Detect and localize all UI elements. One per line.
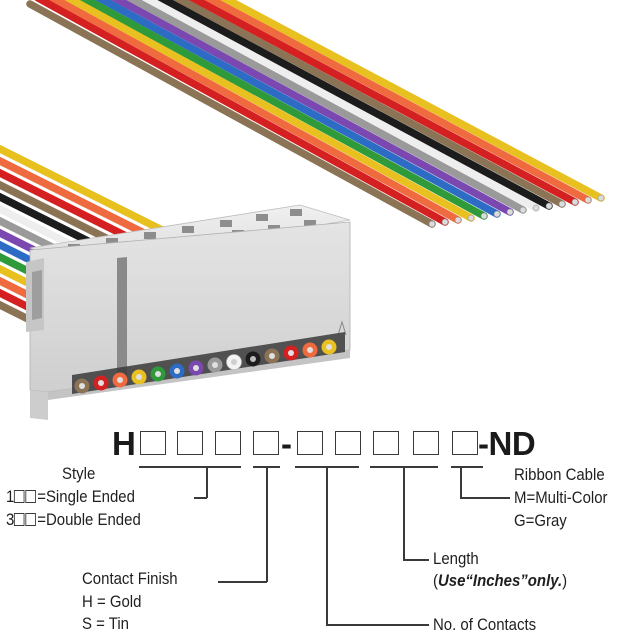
style-box-1 <box>140 431 166 455</box>
style-title: Style <box>62 464 96 483</box>
ribbon-underline <box>451 466 483 468</box>
ribbon-leader-horizontal <box>460 497 510 499</box>
ribbon-cable-connector-illustration <box>0 0 605 420</box>
contact-finish-tin: S = Tin <box>82 614 129 633</box>
contacts-leader-horizontal <box>326 624 429 626</box>
style-leader-vertical <box>206 466 208 498</box>
contacts-box-1 <box>297 431 323 455</box>
ribbon-cable-box <box>452 431 478 455</box>
style-option-single-code: 1 <box>6 487 15 506</box>
style-box-2 <box>177 431 203 455</box>
ribbon-leader-vertical <box>460 466 462 498</box>
style-option-double-code: 3 <box>6 510 15 529</box>
style-box-3 <box>215 431 241 455</box>
style-option-double: 3 =Double Ended <box>6 510 141 530</box>
length-note-emphasis: Use“Inches”only. <box>437 571 563 590</box>
length-note: (Use“Inches”only.) <box>433 571 567 591</box>
length-note-open: ( <box>433 571 438 590</box>
ribbon-option-multicolor: M=Multi-Color <box>514 488 608 507</box>
length-box-1 <box>373 431 399 455</box>
style-option-single-text: =Single Ended <box>37 487 135 506</box>
placeholder-box <box>25 513 37 526</box>
length-title: Length <box>433 549 479 568</box>
upper-cable-wire-ends <box>428 194 605 228</box>
contacts-box-2 <box>335 431 361 455</box>
style-option-double-text: =Double Ended <box>37 510 141 529</box>
finish-leader-horizontal <box>218 581 267 583</box>
length-box-2 <box>413 431 439 455</box>
connector-wire-ends <box>74 339 337 394</box>
ribbon-option-gray: G=Gray <box>514 511 567 530</box>
style-underline <box>139 466 241 468</box>
part-number-separator: - <box>281 425 292 462</box>
contact-finish-title: Contact Finish <box>82 569 178 588</box>
style-option-single: 1 =Single Ended <box>6 487 135 507</box>
placeholder-box <box>25 490 37 503</box>
placeholder-box <box>14 513 25 526</box>
placeholder-box <box>14 490 25 503</box>
no-of-contacts-title: No. of Contacts <box>433 615 537 634</box>
contact-finish-gold: H = Gold <box>82 592 142 611</box>
upper-ribbon-cable <box>26 0 605 228</box>
ribbon-cable-title: Ribbon Cable <box>514 465 605 484</box>
style-leader-horizontal <box>194 497 207 499</box>
part-number-prefix: H <box>112 425 136 462</box>
part-number-suffix: -ND <box>478 425 536 462</box>
contact-finish-box <box>253 431 279 455</box>
contacts-leader-vertical <box>326 466 328 625</box>
finish-leader-vertical <box>266 466 268 582</box>
length-leader-vertical <box>403 466 405 560</box>
length-leader-horizontal <box>403 559 429 561</box>
length-note-close: ) <box>562 571 568 590</box>
